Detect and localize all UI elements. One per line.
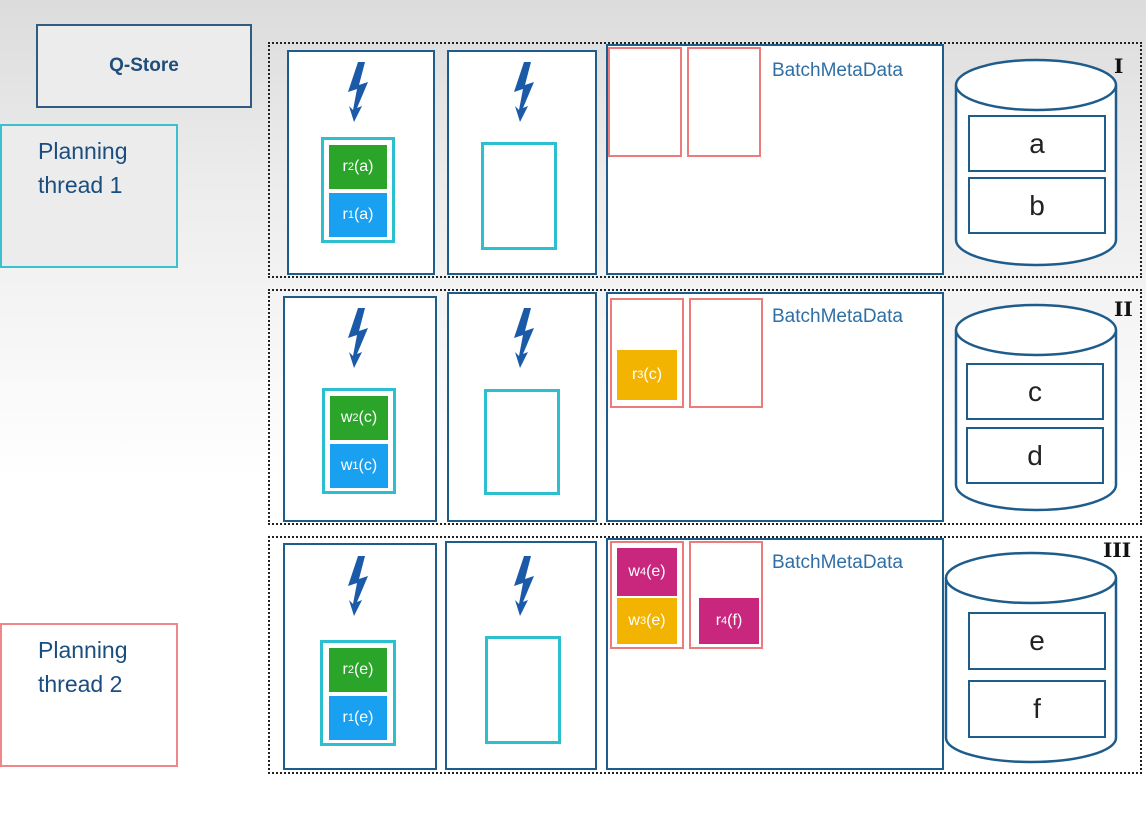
storage-key-cell: a [968,115,1106,172]
batch-slot [689,298,763,408]
partition-3-numeral: III [1103,538,1132,562]
partition-row-2 [268,289,1142,525]
thread-queue [481,142,557,250]
lightning-bolt-icon [514,308,534,368]
batch-slot [687,47,761,157]
lightning-bolt-icon [514,62,534,122]
thread-queue [484,389,560,495]
lightning-bolt-icon [348,308,368,368]
partition-1-numeral: I [1114,54,1124,78]
lightning-bolt-icon [348,62,368,122]
q-store-label: Q-Store [109,55,179,76]
storage-key-cell: b [968,177,1106,234]
lightning-bolt-icon [348,556,368,616]
planning-thread-2-line2: thread 2 [38,671,123,697]
batch-metadata-label: BatchMetaData [772,306,903,327]
planning-thread-2-line1: Planning [38,637,128,663]
storage-key-cell: e [968,612,1106,670]
q-store-box: Q-Store [36,24,252,108]
batch-slot [608,47,682,157]
partition-2-numeral: II [1114,297,1133,321]
batch-metadata-label: BatchMetaData [772,552,903,573]
batch-metadata-label: BatchMetaData [772,60,903,81]
planning-thread-1-line1: Planning [38,138,128,164]
planning-thread-1-line2: thread 1 [38,172,123,198]
storage-key-cell: d [966,427,1104,484]
planning-thread-1: Planning thread 1 [0,124,178,268]
planning-thread-2: Planning thread 2 [0,623,178,767]
partition-row-3 [268,536,1142,774]
lightning-bolt-icon [514,556,534,616]
partition-row-1 [268,42,1142,278]
storage-key-cell: c [966,363,1104,420]
thread-queue [485,636,561,744]
storage-key-cell: f [968,680,1106,738]
